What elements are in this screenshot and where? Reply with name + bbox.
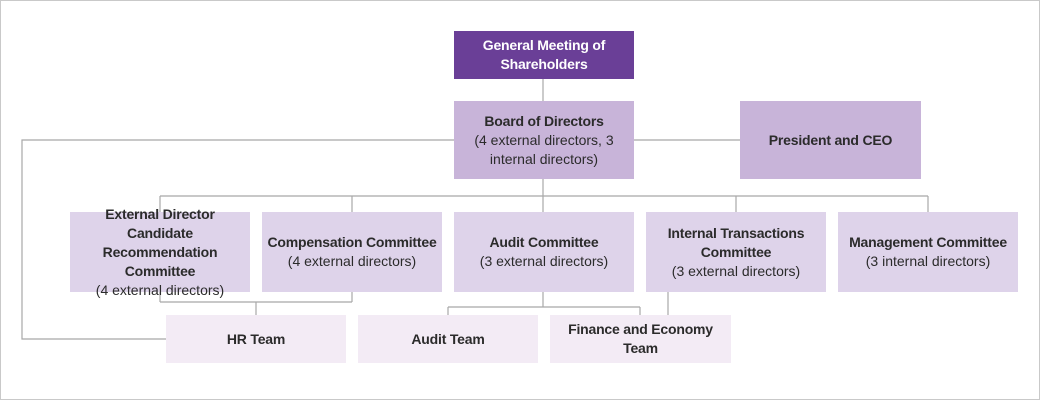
team-title: HR Team: [226, 330, 286, 347]
committee-title: External Director Candidate Recommendati…: [102, 205, 218, 279]
team-title: Finance and Economy Team: [568, 321, 713, 356]
line-board-hr-loop: [21, 139, 454, 340]
committee-internal-transactions: Internal Transactions Committee (3 exter…: [646, 212, 826, 292]
committee-management: Management Committee (3 internal directo…: [838, 212, 1018, 292]
board-subtitle: (4 external directors, 3 internal direct…: [474, 131, 614, 167]
board-title: Board of Directors: [484, 112, 604, 129]
committee-title: Management Committee: [849, 234, 1007, 250]
committee-subtitle: (4 external directors): [287, 253, 417, 269]
committee-audit: Audit Committee (3 external directors): [454, 212, 634, 292]
committee-external-director: External Director Candidate Recommendati…: [70, 206, 250, 298]
committee-compensation: Compensation Committee (4 external direc…: [262, 212, 442, 292]
board-box: Board of Directors (4 external directors…: [454, 101, 634, 179]
shareholders-title: General Meeting of Shareholders: [482, 37, 606, 72]
team-audit: Audit Team: [358, 315, 538, 363]
committee-subtitle: (3 external directors): [479, 253, 609, 269]
ceo-box: President and CEO: [740, 101, 921, 179]
committee-title: Compensation Committee: [267, 234, 437, 250]
committee-title: Internal Transactions Committee: [667, 224, 805, 260]
team-finance-economy: Finance and Economy Team: [550, 315, 731, 363]
committee-subtitle: (3 internal directors): [865, 253, 991, 269]
team-title: Audit Team: [411, 330, 485, 347]
team-hr: HR Team: [166, 315, 346, 363]
shareholders-box: General Meeting of Shareholders: [454, 31, 634, 79]
ceo-title: President and CEO: [768, 131, 893, 148]
committee-title: Audit Committee: [489, 234, 599, 250]
committee-subtitle: (3 external directors): [671, 262, 801, 279]
committee-subtitle: (4 external directors): [95, 281, 225, 298]
